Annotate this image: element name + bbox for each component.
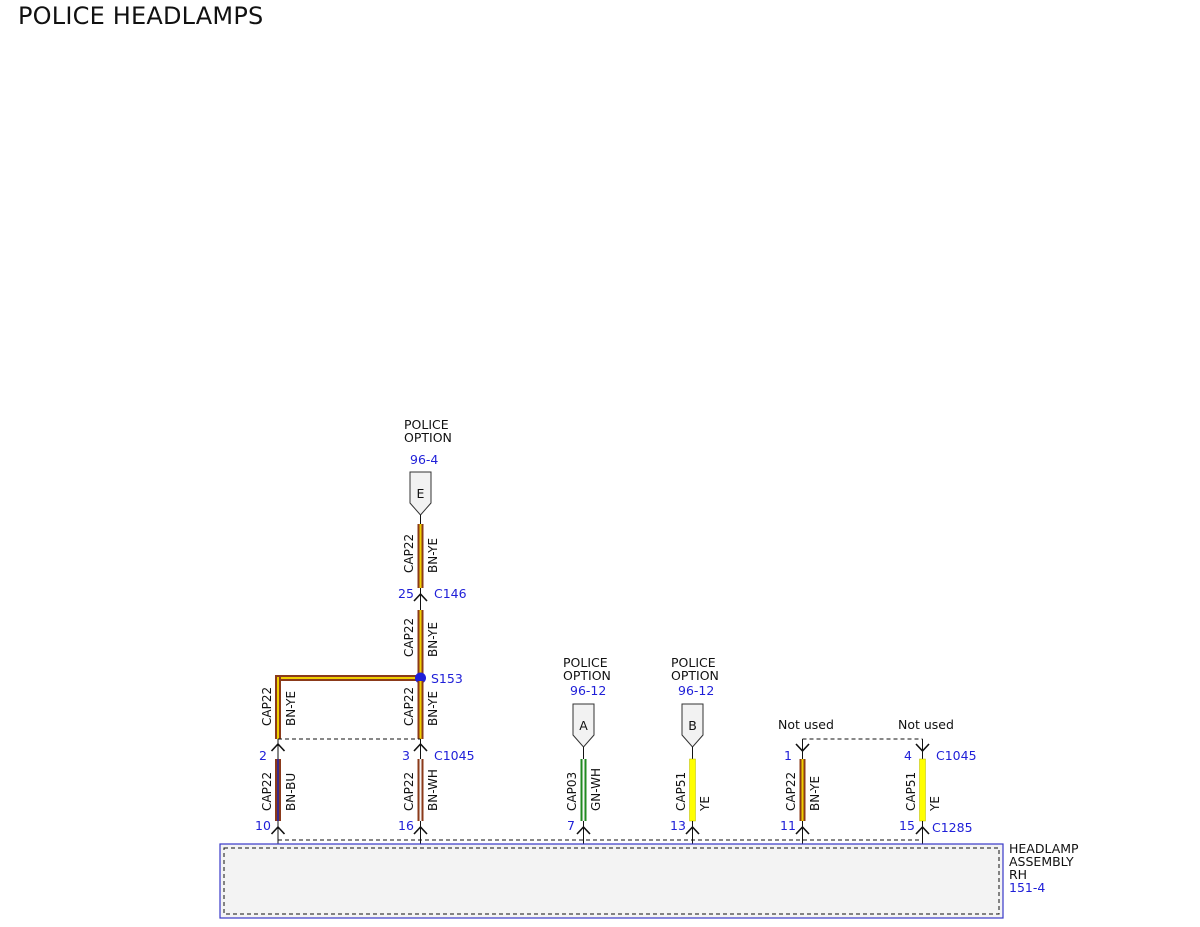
wire-w7[interactable] <box>580 759 587 821</box>
ref-e-label-line1: POLICE <box>404 417 449 432</box>
c1045-pin-4-symbol <box>915 743 930 753</box>
c1285-pin-11: 11 <box>780 818 796 833</box>
ref-b-page-link[interactable]: 96-12 <box>678 683 714 698</box>
wire-w5[interactable] <box>275 759 281 821</box>
headlamp-assembly-inner-outline <box>223 847 1000 915</box>
wire-w6[interactable] <box>417 759 424 821</box>
component-label-line2: ASSEMBLY <box>1009 854 1074 869</box>
ref-e-page-link[interactable]: 96-4 <box>410 452 438 467</box>
component-label-line3: RH <box>1009 867 1027 882</box>
ref-b-arrow-icon[interactable] <box>681 703 704 748</box>
ref-b-letter: B <box>688 718 697 733</box>
wire-w9-color: BN-YE <box>808 776 822 811</box>
c1285-pin-16: 16 <box>398 818 414 833</box>
wire-w10[interactable] <box>919 758 926 822</box>
c1285-pin-13: 13 <box>670 818 686 833</box>
wire-w7-circuit: CAP03 <box>565 772 579 811</box>
wire-w8-circuit: CAP51 <box>674 772 688 811</box>
headlamp-assembly-component[interactable] <box>219 843 1004 919</box>
wire-w8-color: YE <box>698 796 712 812</box>
wire-w1-circuit: CAP22 <box>402 534 416 573</box>
not-used-left-label: Not used <box>778 717 834 732</box>
splice-s153-dot[interactable] <box>415 672 426 684</box>
c1045-pin-1-symbol <box>795 743 810 753</box>
c1045-pin-2: 2 <box>259 748 267 763</box>
wire-w10-circuit: CAP51 <box>904 772 918 811</box>
wire-w5-color: BN-BU <box>284 773 298 811</box>
ref-a-letter: A <box>579 718 588 733</box>
c1285-label[interactable]: C1285 <box>932 820 973 835</box>
component-label-line1: HEADLAMP <box>1009 841 1079 856</box>
ref-b-label-line2: OPTION <box>671 668 719 683</box>
wire-w9-circuit: CAP22 <box>784 772 798 811</box>
c1045-pin-3: 3 <box>402 748 410 763</box>
wire-w1[interactable] <box>417 515 424 588</box>
wire-w9[interactable] <box>799 759 806 821</box>
c1285-pin-7: 7 <box>567 818 575 833</box>
wire-w3-color: BN-YE <box>284 691 298 726</box>
ref-e-arrow-icon[interactable] <box>409 471 432 516</box>
c1045-pin-4: 4 <box>904 748 912 763</box>
c1285-pin-10: 10 <box>255 818 271 833</box>
ref-a-label-line1: POLICE <box>563 655 608 670</box>
wire-w7-color: GN-WH <box>589 768 603 811</box>
c1045-pin-1: 1 <box>784 748 792 763</box>
c1045-left-label[interactable]: C1045 <box>434 748 475 763</box>
wire-w3-circuit: CAP22 <box>260 687 274 726</box>
wire-w10-color: YE <box>928 796 942 812</box>
wire-w5-circuit: CAP22 <box>260 772 274 811</box>
ref-a-arrow-icon[interactable] <box>572 703 595 748</box>
wire-w4-color: BN-YE <box>426 691 440 726</box>
wire-w2-circuit: CAP22 <box>402 618 416 657</box>
c1045-right-label[interactable]: C1045 <box>936 748 977 763</box>
wire-w4-circuit: CAP22 <box>402 687 416 726</box>
wire-branch-s153[interactable] <box>275 675 421 739</box>
wire-w1-color: BN-YE <box>426 538 440 573</box>
wire-w6-color: BN-WH <box>426 769 440 811</box>
wire-w6-circuit: CAP22 <box>402 772 416 811</box>
not-used-right-label: Not used <box>898 717 954 732</box>
c1285-pin-15: 15 <box>899 818 915 833</box>
wire-w2[interactable] <box>417 610 424 678</box>
c146-label[interactable]: C146 <box>434 586 467 601</box>
page-title: POLICE HEADLAMPS <box>18 2 264 30</box>
wire-w2-color: BN-YE <box>426 622 440 657</box>
ref-e-label-line2: OPTION <box>404 430 452 445</box>
wire-w4[interactable] <box>417 681 424 739</box>
ref-b-label-line1: POLICE <box>671 655 716 670</box>
component-page-link[interactable]: 151-4 <box>1009 880 1045 895</box>
ref-a-label-line2: OPTION <box>563 668 611 683</box>
ref-a-page-link[interactable]: 96-12 <box>570 683 606 698</box>
ref-e-letter: E <box>417 486 425 501</box>
splice-s153-label[interactable]: S153 <box>431 671 463 686</box>
c1285-pin-symbols <box>270 825 930 835</box>
c146-pin-25: 25 <box>398 586 414 601</box>
wire-w8[interactable] <box>689 758 696 822</box>
